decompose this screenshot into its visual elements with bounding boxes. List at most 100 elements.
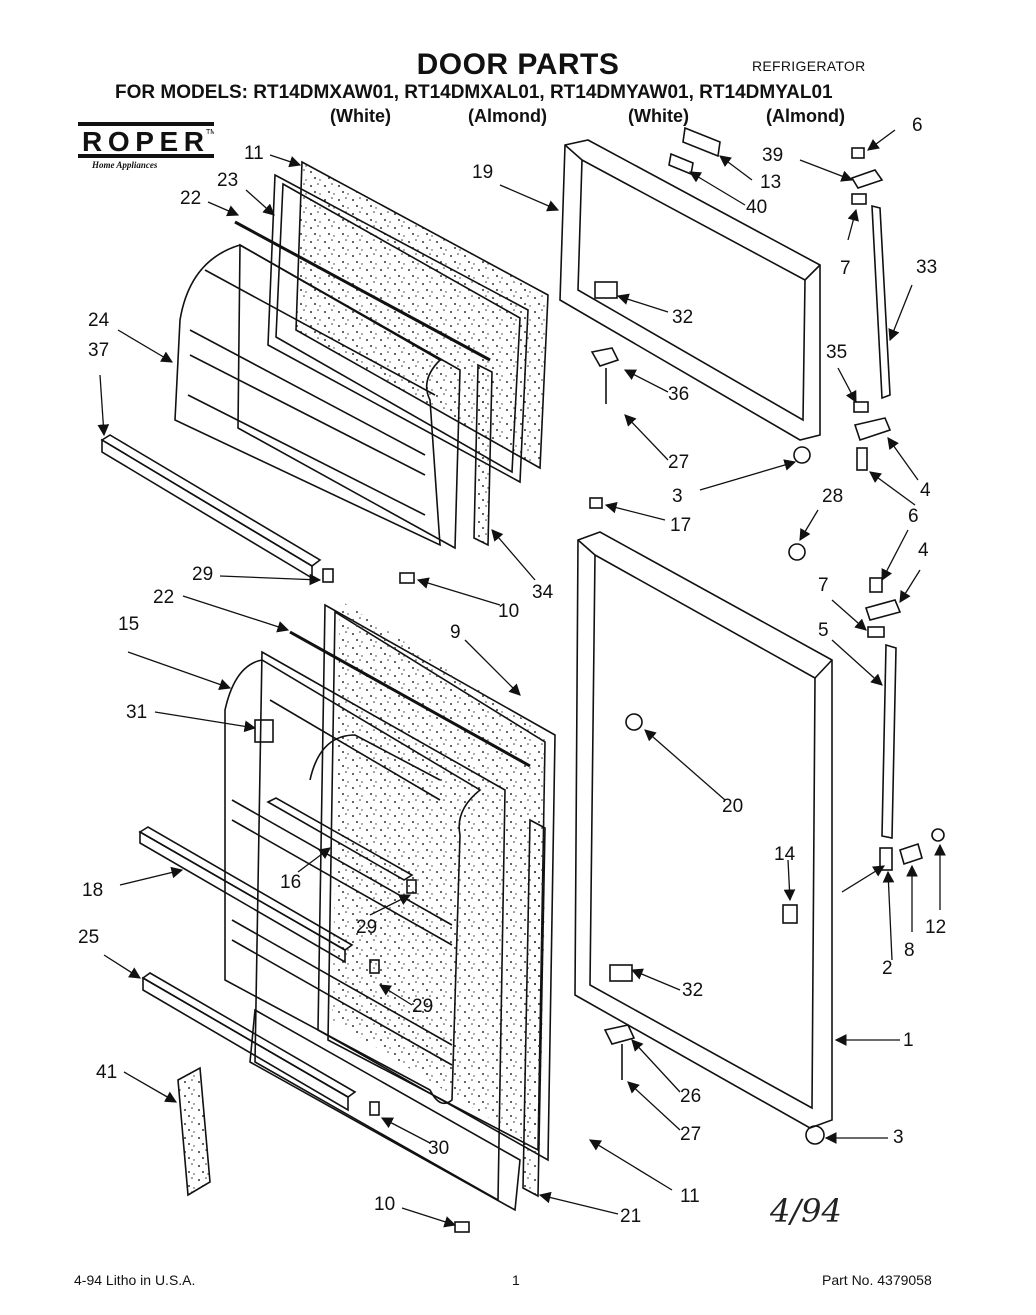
- hinge-screw-6: [851, 147, 865, 159]
- stop-bracket-26: [603, 1024, 636, 1045]
- callout-8: 8: [904, 940, 915, 961]
- freezer-door-liner: [174, 243, 461, 550]
- dairy-door-hinge-31: [254, 719, 274, 743]
- callout-39: 39: [762, 145, 784, 166]
- cap-3: [793, 446, 811, 464]
- appliance-category: REFRIGERATOR: [752, 58, 866, 74]
- callout-14: 14: [774, 844, 796, 865]
- callout-24: 24: [88, 310, 110, 331]
- rail-clip-29b: [369, 959, 380, 974]
- plug-28: [788, 543, 806, 561]
- callout-30: 30: [428, 1138, 450, 1159]
- color-label-3: (White): [628, 106, 689, 126]
- fresh-door-handle-5: [881, 643, 897, 839]
- print-date: 4-94 Litho in U.S.A.: [74, 1272, 196, 1288]
- callout-13: 13: [760, 172, 782, 193]
- callout-19: 19: [472, 162, 494, 183]
- freezer-insulation-panel: [295, 160, 549, 470]
- leader-lines: [97, 129, 946, 1228]
- callout-20: 20: [722, 796, 744, 817]
- center-hinge-4: [853, 417, 892, 442]
- callout-27: 27: [668, 452, 690, 473]
- foam-block-41: [177, 1066, 211, 1197]
- screw-17: [589, 497, 603, 509]
- part-number: Part No. 4379058: [822, 1272, 932, 1288]
- hinge-screw-6b: [869, 577, 883, 593]
- rail-clip-29a: [406, 879, 417, 894]
- hinge-shim-7b: [867, 626, 885, 638]
- callout-22: 22: [180, 188, 202, 209]
- hinge-shim-7: [851, 193, 867, 205]
- callout-5: 5: [818, 620, 829, 641]
- fresh-hinge-assembly: [399, 497, 945, 1233]
- door-stop-32b: [609, 964, 633, 982]
- callout-29: 29: [192, 564, 214, 585]
- color-label-1: (White): [330, 106, 391, 126]
- freezer-outer-door: [559, 139, 821, 441]
- callout-7b: 7: [818, 575, 829, 596]
- hinge-shim-35: [853, 401, 869, 413]
- callout-25: 25: [78, 927, 100, 948]
- shelf-rail-16: [266, 797, 414, 881]
- door-stop-bracket-36: [590, 347, 620, 367]
- callout-34: 34: [532, 582, 554, 603]
- callout-9: 9: [450, 622, 461, 643]
- label-40: [668, 152, 694, 176]
- handwritten-date: 4/94: [769, 1192, 842, 1230]
- hinge-screw-bottom: [856, 447, 868, 471]
- callout-41: 41: [96, 1062, 118, 1083]
- callout-11: 11: [244, 143, 264, 164]
- freezer-door-handle-33: [871, 204, 891, 400]
- callout-3b: 3: [893, 1127, 904, 1148]
- callout-18: 18: [82, 880, 104, 901]
- callout-12: 12: [925, 917, 947, 938]
- freezer-door-trim: [473, 363, 493, 547]
- callout-35: 35: [826, 342, 848, 363]
- callout-32b: 32: [682, 980, 704, 1001]
- hinge-pin-2: [879, 847, 893, 871]
- callout-33: 33: [916, 257, 938, 278]
- fresh-breaker-strip: [289, 630, 531, 768]
- callout-28: 28: [822, 486, 844, 507]
- page-number: 1: [512, 1272, 520, 1288]
- callout-10: 10: [498, 601, 520, 622]
- label-13: [682, 126, 721, 158]
- callout-11b: 11: [680, 1186, 700, 1207]
- hinge-4b: [864, 599, 902, 621]
- roper-logo: ROPER TM: [78, 122, 214, 158]
- screw-10b: [454, 1221, 470, 1233]
- freezer-breaker-strip: [234, 220, 491, 362]
- callout-15: 15: [118, 614, 140, 635]
- handle-screw-plug-14: [782, 904, 798, 924]
- callout-3: 3: [672, 486, 683, 507]
- color-label-4: (Almond): [766, 106, 845, 126]
- brand-tagline: Home Appliances: [92, 160, 158, 170]
- fresh-food-outer-door: [574, 531, 833, 1129]
- rail-clip-30: [369, 1101, 380, 1116]
- models-line: FOR MODELS: RT14DMXAW01, RT14DMXAL01, RT…: [115, 82, 833, 103]
- callout-16: 16: [280, 872, 302, 893]
- callout-21: 21: [620, 1206, 642, 1227]
- callout-36: 36: [668, 384, 690, 405]
- color-label-2: (Almond): [468, 106, 547, 126]
- door-stop-32: [594, 281, 618, 299]
- callout-17: 17: [670, 515, 692, 536]
- callout-23: 23: [217, 170, 239, 191]
- callout-22b: 22: [153, 587, 175, 608]
- callout-2: 2: [882, 958, 893, 979]
- svg-text:TM: TM: [206, 129, 214, 136]
- callout-27b: 27: [680, 1124, 702, 1145]
- door-plug-20: [625, 713, 643, 731]
- callout-31: 31: [126, 702, 148, 723]
- hinge-cap-12: [931, 828, 945, 842]
- cap-3b: [805, 1125, 825, 1145]
- hinge-bushing-8: [899, 842, 923, 866]
- callout-29c: 29: [412, 996, 434, 1017]
- callout-10b: 10: [374, 1194, 396, 1215]
- callout-1: 1: [903, 1030, 914, 1051]
- freezer-gasket-frame: [267, 173, 529, 484]
- callout-37: 37: [88, 340, 110, 361]
- freezer-hinge-assembly: [590, 147, 892, 471]
- callout-6: 6: [912, 115, 923, 136]
- callout-6b: 6: [908, 506, 919, 527]
